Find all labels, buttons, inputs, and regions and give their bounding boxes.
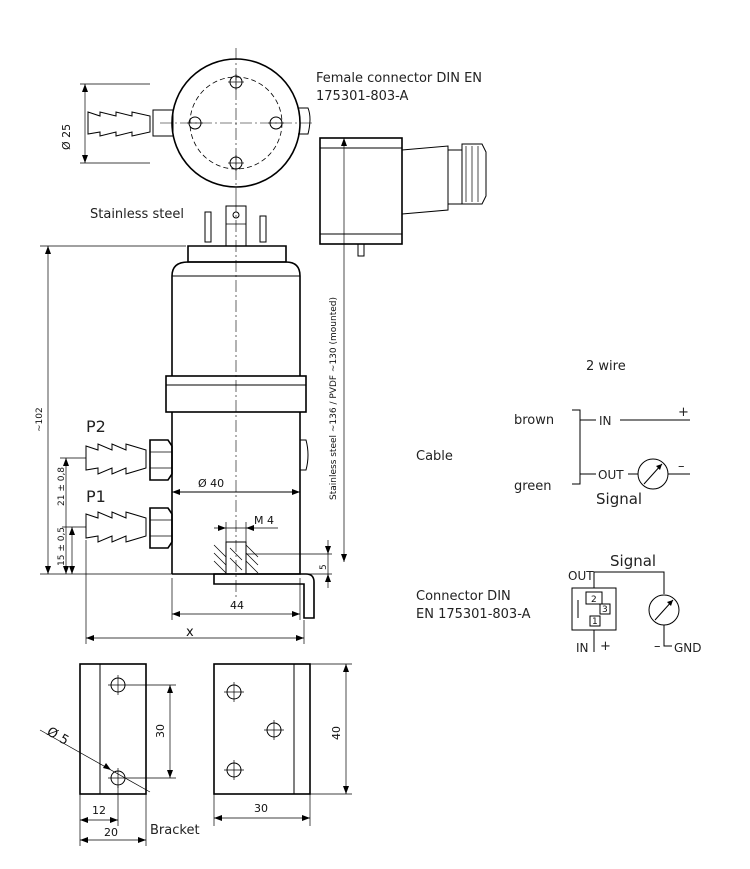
- wire-signal-label: Signal: [596, 490, 642, 508]
- two-wire-label: 2 wire: [586, 359, 626, 374]
- wire-in-label: IN: [599, 414, 612, 428]
- green-label: green: [514, 479, 552, 494]
- dim-x: x: [186, 625, 194, 640]
- hose-barb-p2: [85, 439, 173, 481]
- dim-len102: ~102: [35, 407, 45, 432]
- connector-din-line1: Connector DIN: [416, 589, 511, 604]
- dim-d30-left: 30: [154, 724, 167, 738]
- bracket-side-view: [213, 663, 311, 795]
- dim-d12: 12: [92, 804, 106, 817]
- sensor-body: [165, 200, 315, 619]
- hose-barb-p1: [85, 507, 173, 549]
- pin-1: 1: [592, 617, 598, 627]
- female-connector-view: [319, 137, 487, 257]
- brown-label: brown: [514, 413, 554, 428]
- connector-title-line1: Female connector DIN EN: [316, 71, 482, 86]
- dim-vertical-note: Stainless steel ~136 / PVDF ~130 (mounte…: [329, 297, 339, 500]
- hose-barb-top: [87, 109, 174, 137]
- dim-dia25: Ø 25: [60, 124, 73, 150]
- pin-3: 3: [602, 605, 608, 615]
- dim-m4: M 4: [254, 514, 274, 527]
- label-p1: P1: [86, 487, 106, 506]
- stainless-steel-label: Stainless steel: [90, 207, 184, 222]
- connector-din-line2: EN 175301-803-A: [416, 607, 531, 622]
- connector-title-line2: 175301-803-A: [316, 89, 409, 104]
- label-p2: P2: [86, 417, 106, 436]
- signal-meter-icon: [637, 458, 669, 490]
- din-connector-circuit: [571, 571, 680, 652]
- wire-minus-label: –: [678, 459, 685, 474]
- dim-len15: 15 ± 0,5: [57, 527, 67, 566]
- din-out-label: OUT: [568, 569, 594, 583]
- screw-hole-top: [228, 74, 244, 90]
- din-in-label: IN: [576, 641, 589, 655]
- din-gnd-label: GND: [674, 641, 702, 655]
- dim-d44: 44: [230, 599, 244, 612]
- bracket-label: Bracket: [150, 823, 200, 838]
- dim-dia40: Ø 40: [198, 477, 224, 490]
- dim-d30-bottom: 30: [254, 802, 268, 815]
- din-minus-label: –: [654, 639, 661, 654]
- bracket-front-view: [79, 663, 147, 795]
- dim-d20: 20: [104, 826, 118, 839]
- wire-plus-label: +: [678, 405, 689, 420]
- dim-len21: 21 ± 0,8: [57, 467, 67, 506]
- two-wire-circuit: [572, 409, 690, 490]
- top-view: Ø 25: [60, 48, 312, 200]
- screw-hole-left: [187, 116, 203, 130]
- pin-2: 2: [591, 595, 597, 605]
- dim-d5: 5: [319, 564, 329, 570]
- cable-label: Cable: [416, 449, 453, 464]
- screw-hole-right: [268, 116, 284, 130]
- din-plus-label: +: [600, 639, 611, 654]
- din-signal-label: Signal: [610, 552, 656, 570]
- dim-d40: 40: [330, 726, 343, 740]
- screw-hole-bottom: [228, 155, 244, 171]
- wire-out-label: OUT: [598, 468, 624, 482]
